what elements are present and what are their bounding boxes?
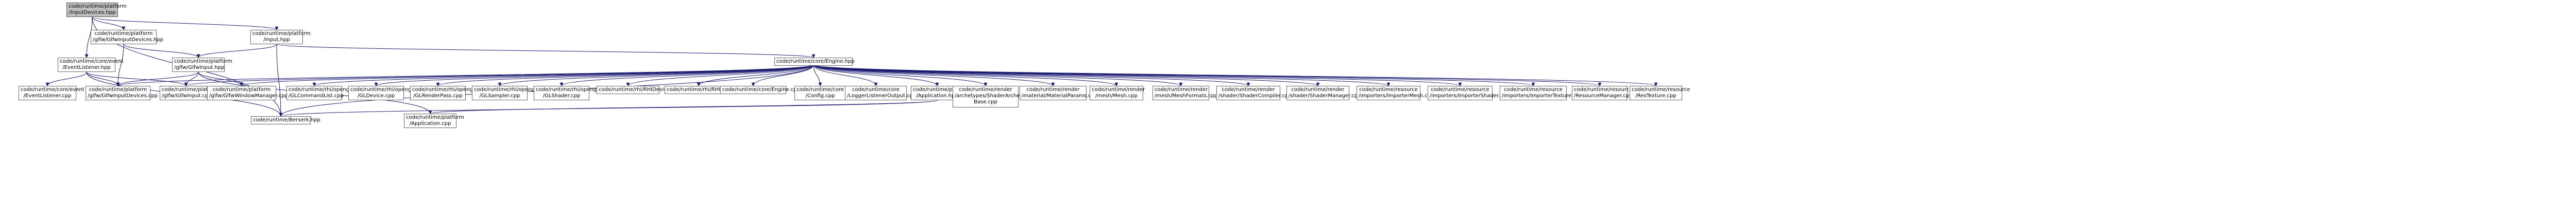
node-impmesh[interactable]: code/runtime/resource /importers/Importe… <box>1357 86 1434 100</box>
edge-rinput-to-glfwin <box>92 16 126 30</box>
edge-engine-to-shaderarch <box>813 64 988 86</box>
node-glrp[interactable]: code/runtime/rhi/opengl /GLRenderPass.cp… <box>410 86 474 100</box>
edge-engine-to-gldev <box>374 64 814 86</box>
node-glfwwinmgr[interactable]: code/runtime/platform /glfw/GlfwWindowMa… <box>207 86 288 100</box>
node-matparams[interactable]: code/runtime/render /material/MaterialPa… <box>1020 86 1097 100</box>
edge-rinput-to-input <box>92 16 279 30</box>
edge-input-to-glfwinput <box>196 44 277 58</box>
edge-engine-to-logger <box>813 64 878 86</box>
node-glsamp[interactable]: code/runtime/rhi/opengl /GLSampler.cpp <box>472 86 536 100</box>
node-glfwinput[interactable]: code/runtime/platform /glfw/GlfwInput.hp… <box>172 58 232 72</box>
edge-engine-to-config <box>813 64 822 86</box>
edge-engine-to-impmesh <box>813 64 1391 86</box>
node-glfwindevcpp[interactable]: code/runtime/platform /glfw/GlfwInputDev… <box>86 86 158 100</box>
edge-engine-to-glsamp <box>498 64 814 86</box>
edge-apphpp-to-appcpp <box>428 100 938 114</box>
node-shaderarch[interactable]: code/runtime/render /archetypes/ShaderAr… <box>953 86 1031 107</box>
node-evlistcpp[interactable]: code/runtime/core/event /EventListener.c… <box>19 86 84 100</box>
edge-input-to-berserk <box>276 44 283 117</box>
edge-glfwin-to-glfwindevcpp <box>116 44 124 86</box>
edge-glfwinput-to-glfwwinmgr <box>198 71 244 86</box>
node-shmgr[interactable]: code/runtime/render /shader/ShaderManage… <box>1286 86 1361 100</box>
node-berserk[interactable]: code/runtime/Berserk.hpp <box>251 116 320 124</box>
edge-engine-to-apphpp <box>813 64 939 86</box>
edge-evlist-to-evlistcpp <box>45 71 87 86</box>
edge-rinput-to-evlist <box>84 16 93 58</box>
node-resmgr[interactable]: code/runtime/resource /ResourceManager.c… <box>1572 86 1633 100</box>
edge-engine-to-shcomp <box>813 64 1250 86</box>
edge-engine-to-rhidev <box>626 64 814 86</box>
edge-input-to-engine <box>276 44 815 58</box>
node-meshfmt[interactable]: code/runtime/render /mesh/MeshFormats.cp… <box>1153 86 1217 100</box>
node-mesh[interactable]: code/runtime/render /mesh/Mesh.cpp <box>1090 86 1145 100</box>
node-glshader[interactable]: code/runtime/rhi/opengl /GLShader.cpp <box>534 86 598 100</box>
edge-engine-to-glrp <box>436 64 814 86</box>
node-impshader[interactable]: code/runtime/resource /importers/Importe… <box>1428 86 1510 100</box>
edge-glfwin-to-glfwinput <box>123 44 200 58</box>
node-shcomp[interactable]: code/runtime/render /shader/ShaderCompil… <box>1216 86 1292 100</box>
node-input[interactable]: code/runtime/platform /Input.hpp <box>250 30 311 44</box>
edge-engine-to-meshfmt <box>813 64 1183 86</box>
node-logger[interactable]: code/runtime/core /LoggerListenerOutput.… <box>845 86 916 100</box>
node-config[interactable]: code/runtime/core /Config.cpp <box>794 86 846 100</box>
node-rinput[interactable]: code/runtime/platform /InputDevices.hpp <box>66 3 127 17</box>
edge-engine-to-imptex <box>813 64 1535 86</box>
node-engine[interactable]: code/runtime/core/Engine.hpp <box>774 58 855 66</box>
edge-evlist-to-glfwindevcpp <box>86 71 120 86</box>
edge-engine-to-enginecpp <box>751 64 814 86</box>
edge-engine-to-glshader <box>560 64 814 86</box>
edge-engine-to-rhires <box>697 64 814 86</box>
edge-engine-to-impshader <box>813 64 1462 86</box>
edge-evlist-to-glfwinputcpp <box>86 71 188 86</box>
node-gldev[interactable]: code/runtime/rhi/opengl /GLDevice.cpp <box>348 86 413 100</box>
edge-engine-to-restex <box>813 64 1657 86</box>
node-restex[interactable]: code/runtime/resource /ResTexture.cpp <box>1630 86 1690 100</box>
node-enginecpp[interactable]: code/runtime/core/Engine.cpp <box>720 86 800 94</box>
node-glfwin[interactable]: code/runtime/platform /glfw/GlfwInputDev… <box>91 30 163 44</box>
edge-engine-to-shmgr <box>813 64 1320 86</box>
edge-engine-to-glfwwinmgr <box>240 64 814 86</box>
edge-engine-to-matparams <box>813 64 1055 86</box>
node-glfwinputcpp[interactable]: code/runtime/platform /glfw/GlfwInput.cp… <box>160 86 220 100</box>
edge-engine-to-glcmd <box>312 64 814 86</box>
node-imptex[interactable]: code/runtime/resource /importers/Importe… <box>1500 86 1583 100</box>
node-evlist[interactable]: code/runtime/core/event /EventListener.h… <box>58 58 124 72</box>
edge-engine-to-mesh <box>813 64 1118 86</box>
node-glcmd[interactable]: code/runtime/rhi/opengl /GLCommandList.c… <box>286 86 351 100</box>
edge-glfwinput-to-glfwindevcpp <box>116 71 199 86</box>
node-rhidev[interactable]: code/runtime/rhi/RHIDevice.cpp <box>597 86 681 94</box>
node-appcpp[interactable]: code/runtime/platform /Application.cpp <box>404 114 464 128</box>
